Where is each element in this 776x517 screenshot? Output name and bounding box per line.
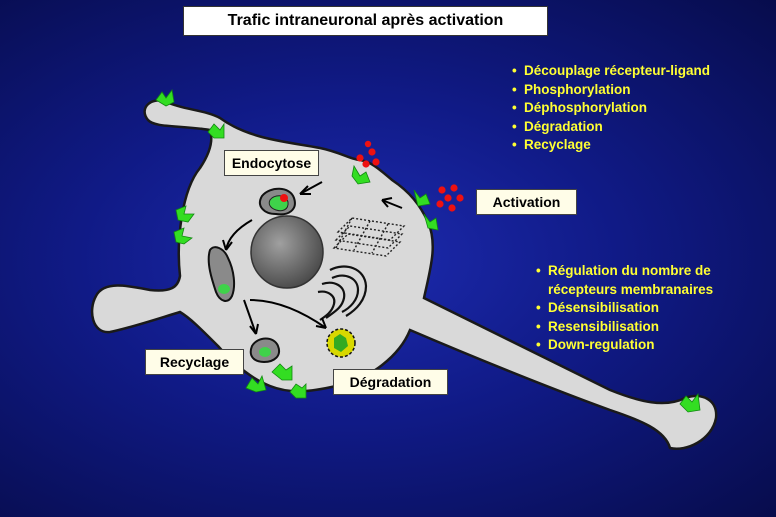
lysosome: [326, 328, 356, 358]
nucleus: [250, 215, 324, 289]
list-item: Phosphorylation: [512, 81, 710, 100]
top-right-list: Découplage récepteur-ligand Phosphorylat…: [512, 62, 710, 155]
list-item: Régulation du nombre de: [536, 262, 713, 281]
label-recyclage: Recyclage: [145, 349, 244, 375]
list-item: Désensibilisation: [536, 299, 713, 318]
mid-right-list: Régulation du nombre de récepteurs membr…: [536, 262, 713, 355]
list-item: Down-regulation: [536, 336, 713, 355]
sorting-endosome: [207, 246, 236, 302]
label-activation: Activation: [476, 189, 577, 215]
ligand-cluster-activation: [436, 184, 464, 212]
list-item: Dégradation: [512, 118, 710, 137]
trafficking-arrows: [222, 181, 403, 335]
endosome: [258, 187, 296, 216]
label-endocytose: Endocytose: [224, 150, 319, 176]
list-item: Recyclage: [512, 136, 710, 155]
endoplasmic-reticulum: [332, 217, 406, 257]
list-item: Resensibilisation: [536, 318, 713, 337]
golgi-apparatus: [317, 265, 368, 321]
recycling-vesicle: [249, 337, 280, 364]
diagram-title: Trafic intraneuronal après activation: [183, 6, 548, 36]
neuron-cell-body: [90, 99, 718, 450]
ligand-cluster-top: [356, 140, 380, 168]
list-item: Déphosphorylation: [512, 99, 710, 118]
membrane-receptors: [155, 89, 701, 413]
label-degradation: Dégradation: [333, 369, 448, 395]
list-item-continued: récepteurs membranaires: [548, 281, 714, 297]
list-item: Découplage récepteur-ligand: [512, 62, 710, 81]
